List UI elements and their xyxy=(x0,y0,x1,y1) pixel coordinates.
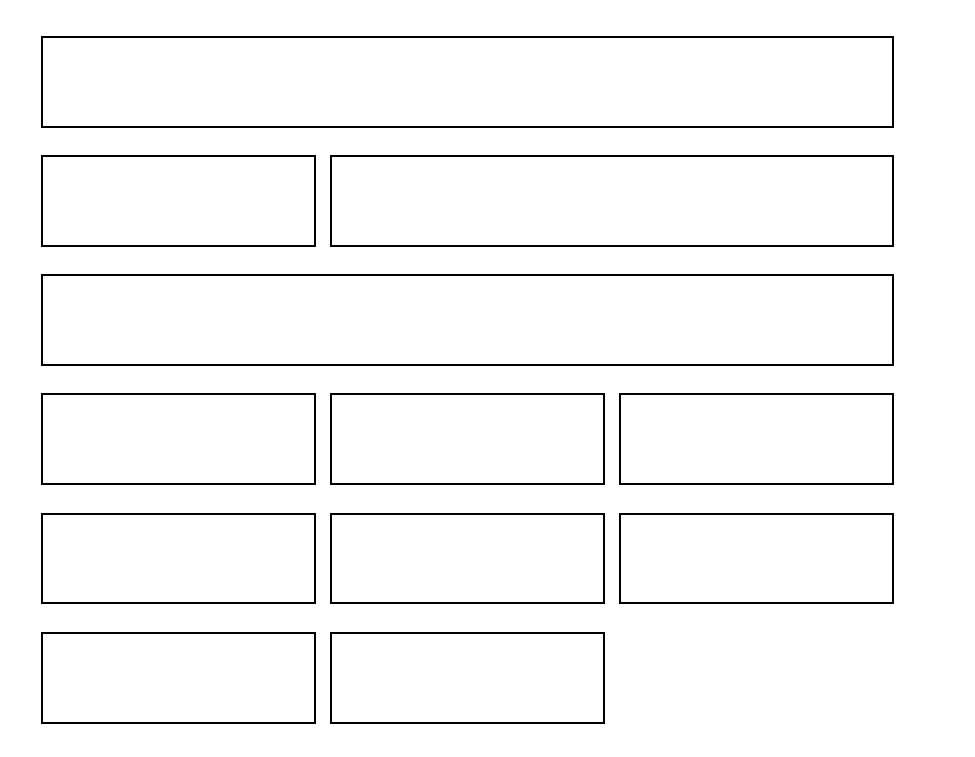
diagram-box-row1 xyxy=(41,36,894,128)
diagram-box-row6-col1 xyxy=(41,632,316,724)
diagram-box-row5-col2 xyxy=(330,513,605,604)
diagram-box-row4-col3 xyxy=(619,393,894,485)
diagram-box-row5-col3 xyxy=(619,513,894,604)
diagram-box-row4-col1 xyxy=(41,393,316,485)
diagram-box-row6-col2 xyxy=(330,632,605,724)
diagram-box-row5-col1 xyxy=(41,513,316,604)
diagram-box-row4-col2 xyxy=(330,393,605,485)
diagram-box-row2-left xyxy=(41,155,316,247)
diagram-box-row3 xyxy=(41,274,894,366)
diagram-box-row2-right xyxy=(330,155,894,247)
